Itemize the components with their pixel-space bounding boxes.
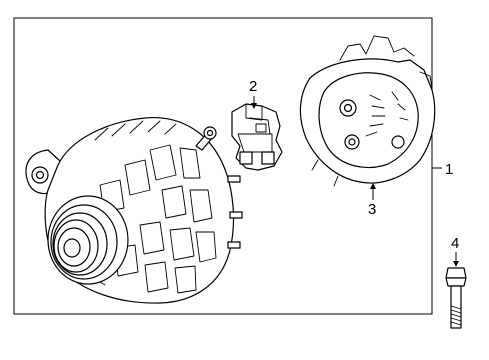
- callout-2: 2: [249, 78, 257, 109]
- callout-2-label: 2: [249, 78, 257, 95]
- callout-4: 4: [451, 235, 459, 267]
- callout-1-label: 1: [445, 161, 453, 178]
- mounting-bolt-illustration: [445, 267, 467, 329]
- callout-3-label: 3: [368, 201, 376, 218]
- voltage-regulator-illustration: [231, 103, 283, 171]
- callout-3: 3: [368, 183, 376, 218]
- rear-cover-illustration: [299, 35, 436, 187]
- callout-4-label: 4: [451, 235, 459, 252]
- assembly-frame: [13, 17, 433, 315]
- callout-1: 1: [432, 161, 453, 178]
- alternator-illustration: [25, 116, 243, 304]
